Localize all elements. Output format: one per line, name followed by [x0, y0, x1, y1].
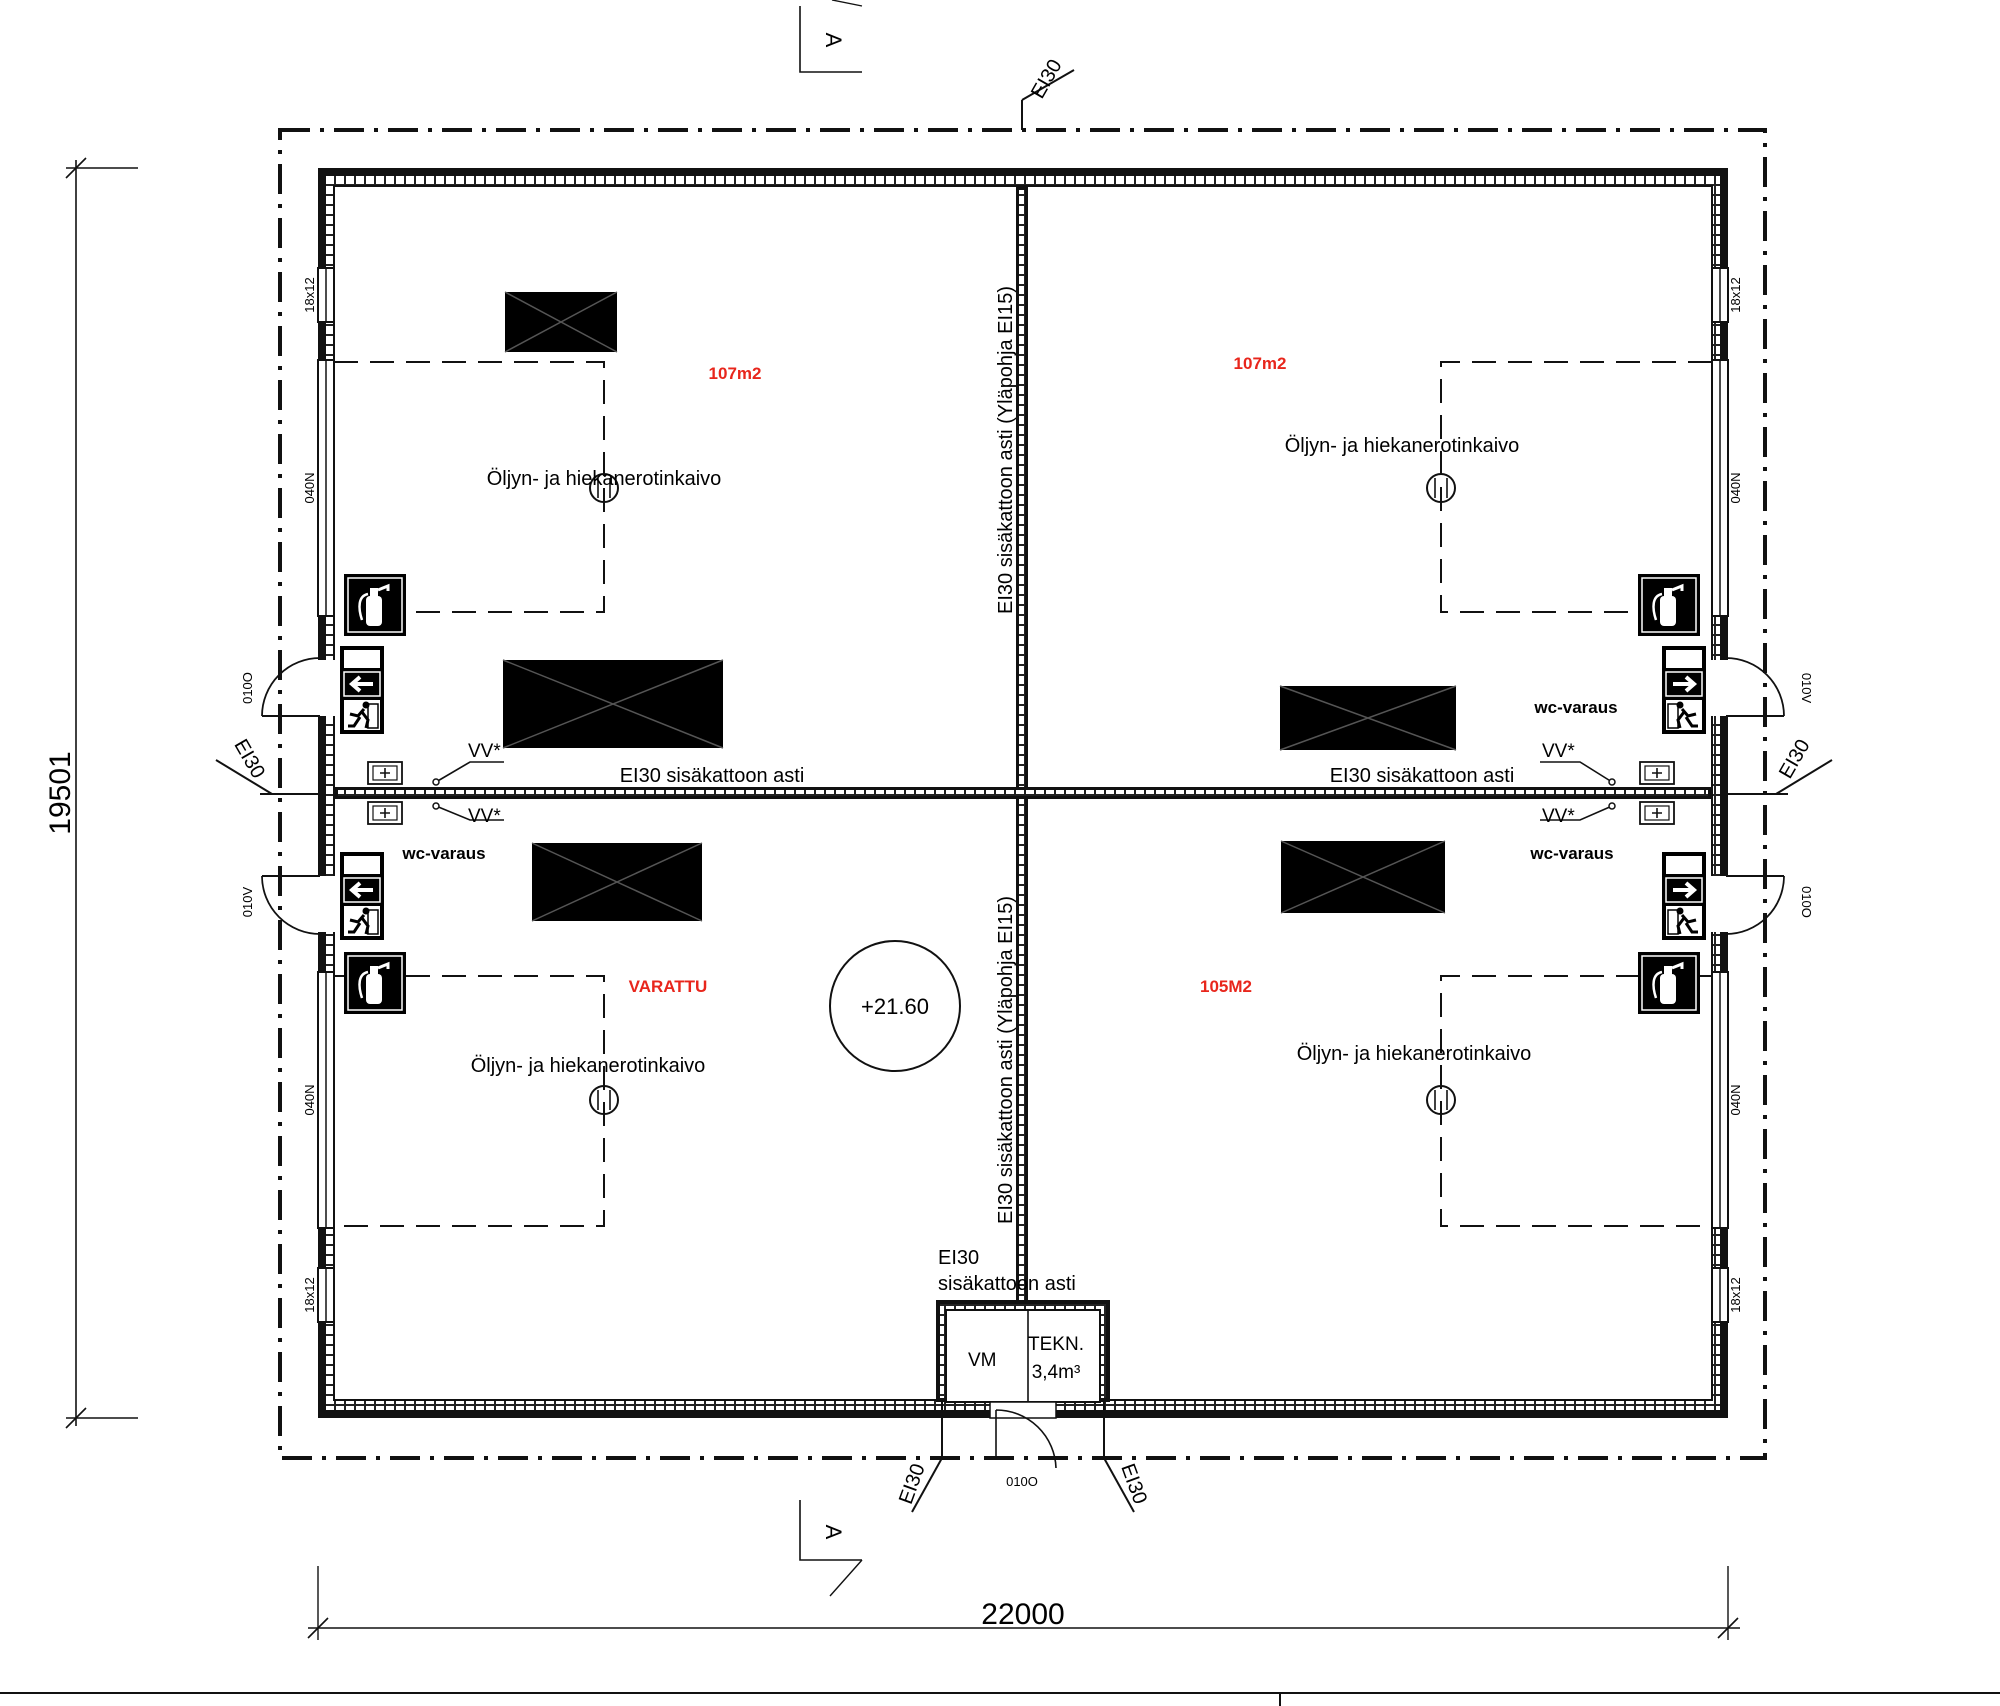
equipment-block-ul-1: [504, 291, 618, 353]
wc-fixture-icon: [1639, 801, 1675, 825]
doors-right: [1710, 657, 1785, 935]
wc-fixture-icon: [367, 801, 403, 825]
dimension-width: 22000: [307, 1566, 1740, 1640]
svg-text:EI30: EI30: [1116, 1461, 1151, 1507]
tap-label: VV*: [468, 741, 501, 762]
emergency-exit-icon: [1660, 644, 1708, 736]
svg-text:EI30: EI30: [229, 736, 269, 783]
wc-fixture-icon: [1639, 761, 1675, 785]
door-label: 010O: [1799, 886, 1814, 918]
wc-label: wc-varaus: [1529, 844, 1613, 863]
tech-room-label: TEKN.: [1028, 1334, 1084, 1355]
level-label: +21.60: [861, 994, 929, 1019]
unit-area-label: 107m2: [709, 364, 762, 383]
wall-label-vertical-upper: EI30 sisäkattoon asti (Yläpohja EI15): [995, 286, 1017, 614]
wc-label: wc-varaus: [401, 844, 485, 863]
interior-walls: [334, 186, 1712, 1306]
tech-room-meter: VM: [968, 1350, 997, 1371]
emergency-exit-icon: [338, 644, 386, 736]
window-label: 18x12: [1728, 1277, 1743, 1312]
door-label: 010O: [240, 672, 255, 704]
wall-label-tech-line2: sisäkattoon asti: [938, 1273, 1076, 1295]
separator-label: Öljyn- ja hiekanerotinkaivo: [1285, 435, 1520, 457]
unit-area-label: VARATTU: [629, 977, 708, 996]
wall-label-tech-line1: EI30: [938, 1247, 979, 1269]
unit-area-label: 105M2: [1200, 977, 1252, 996]
window-label: 040N: [302, 1084, 317, 1115]
technical-room: VM TEKN. 3,4m³: [936, 1300, 1110, 1469]
tap-label: VV*: [1542, 741, 1575, 762]
fire-extinguisher-icon: [1636, 950, 1702, 1016]
wc-label: wc-varaus: [1533, 698, 1617, 717]
equipment-block-ul-2: [502, 659, 724, 749]
emergency-exit-icon: [1660, 850, 1708, 942]
equipment-block-ll: [531, 842, 703, 922]
window-label: 18x12: [302, 277, 317, 312]
separator-label: Öljyn- ja hiekanerotinkaivo: [487, 468, 722, 490]
equipment-blocks: [502, 291, 1457, 922]
window-label: 18x12: [302, 1277, 317, 1312]
wall-label-horizontal-right: EI30 sisäkattoon asti: [1330, 765, 1515, 787]
svg-text:A: A: [821, 1525, 846, 1540]
emergency-exit-icon: [338, 850, 386, 942]
dimension-width-label: 22000: [981, 1598, 1064, 1631]
window-label: 040N: [1728, 1084, 1743, 1115]
fire-extinguisher-icon: [342, 950, 408, 1016]
doors-left: [261, 657, 336, 935]
door-label: 010V: [240, 886, 255, 917]
windows-right: [1711, 267, 1729, 1323]
unit-area-label: 107m2: [1234, 354, 1287, 373]
wall-label-vertical-lower: EI30 sisäkattoon asti (Yläpohja EI15): [995, 896, 1017, 1224]
window-labels: 18x12 040N 040N 18x12 18x12 040N 040N 18…: [302, 277, 1743, 1312]
window-label: 040N: [302, 472, 317, 503]
equipment-block-lr: [1280, 840, 1446, 914]
svg-text:A: A: [821, 33, 846, 48]
level-marker: [829, 940, 961, 1072]
separator-zones: [334, 361, 1712, 1227]
separator-label: Öljyn- ja hiekanerotinkaivo: [471, 1055, 706, 1077]
separator-label: Öljyn- ja hiekanerotinkaivo: [1297, 1043, 1532, 1065]
wc-fixture-icon: [367, 761, 403, 785]
door-labels: 010O 010V 010V 010O 010O: [240, 672, 1814, 1489]
door-label: 010O: [1006, 1474, 1038, 1489]
section-marker-top: A: [799, 0, 863, 73]
section-marker-bottom: A: [799, 1500, 863, 1597]
tech-room-volume: 3,4m³: [1032, 1362, 1081, 1383]
tap-leaders: [432, 761, 1616, 821]
svg-text:EI30: EI30: [895, 1461, 930, 1507]
window-label: 18x12: [1728, 277, 1743, 312]
dimension-height-label: 19501: [44, 751, 77, 834]
fire-extinguisher-icon: [342, 572, 408, 638]
tap-label: VV*: [1542, 806, 1575, 827]
dimension-height: 19501: [44, 157, 138, 1429]
windows-left: [317, 267, 335, 1323]
equipment-block-ur: [1279, 685, 1457, 751]
fire-extinguisher-icon: [1636, 572, 1702, 638]
svg-text:EI30: EI30: [1027, 56, 1067, 103]
tap-label: VV*: [468, 806, 501, 827]
wall-label-horizontal-left: EI30 sisäkattoon asti: [620, 765, 805, 787]
window-label: 040N: [1728, 472, 1743, 503]
door-label: 010V: [1799, 673, 1814, 704]
